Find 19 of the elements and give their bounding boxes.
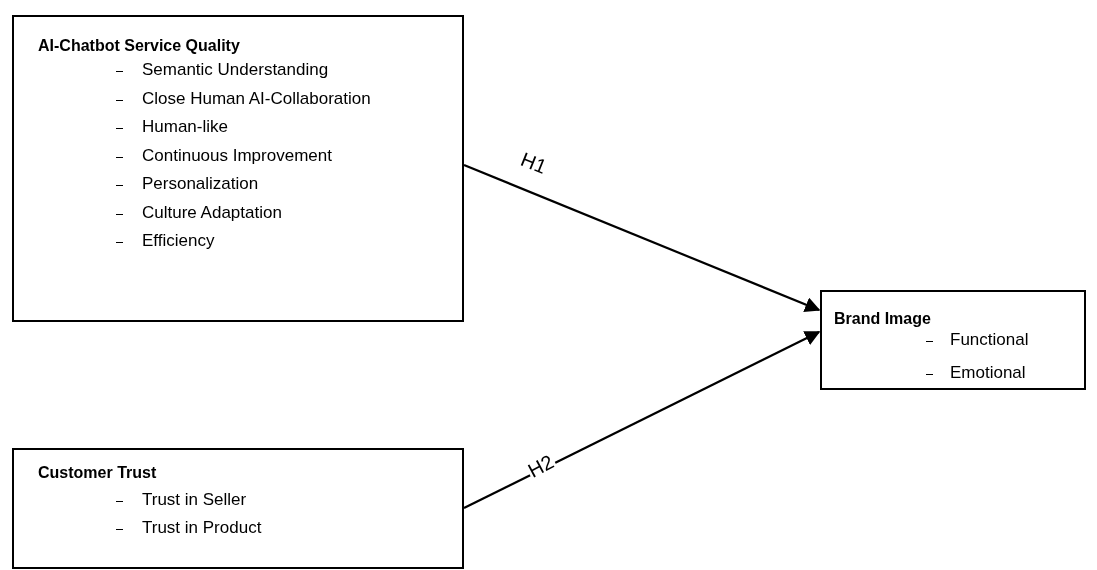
construct-box (820, 290, 1086, 390)
dimension-item: Personalization (142, 174, 259, 194)
dimension-item: Efficiency (142, 231, 215, 251)
construct-heading: AI-Chatbot Service Quality (38, 37, 240, 55)
dimension-item: Culture Adaptation (142, 202, 282, 223)
construct-heading: Brand Image (834, 310, 931, 328)
dimension-item: Human-like (142, 117, 228, 137)
dimension-item: Semantic Understanding (142, 60, 329, 80)
dimension-item: Close Human AI-Collaboration (142, 88, 371, 109)
construct-box (12, 448, 464, 569)
dimension-item: Continuous Improvement (142, 145, 332, 166)
dimension-item: Functional (950, 330, 1029, 350)
dimension-item: Emotional (950, 363, 1026, 383)
arrow (463, 331, 821, 509)
dimension-item: Trust in Seller (142, 490, 247, 510)
arrow (463, 164, 821, 312)
construct-heading: Customer Trust (38, 464, 157, 482)
dimension-item: Trust in Product (142, 518, 262, 538)
construct-box (12, 15, 464, 322)
